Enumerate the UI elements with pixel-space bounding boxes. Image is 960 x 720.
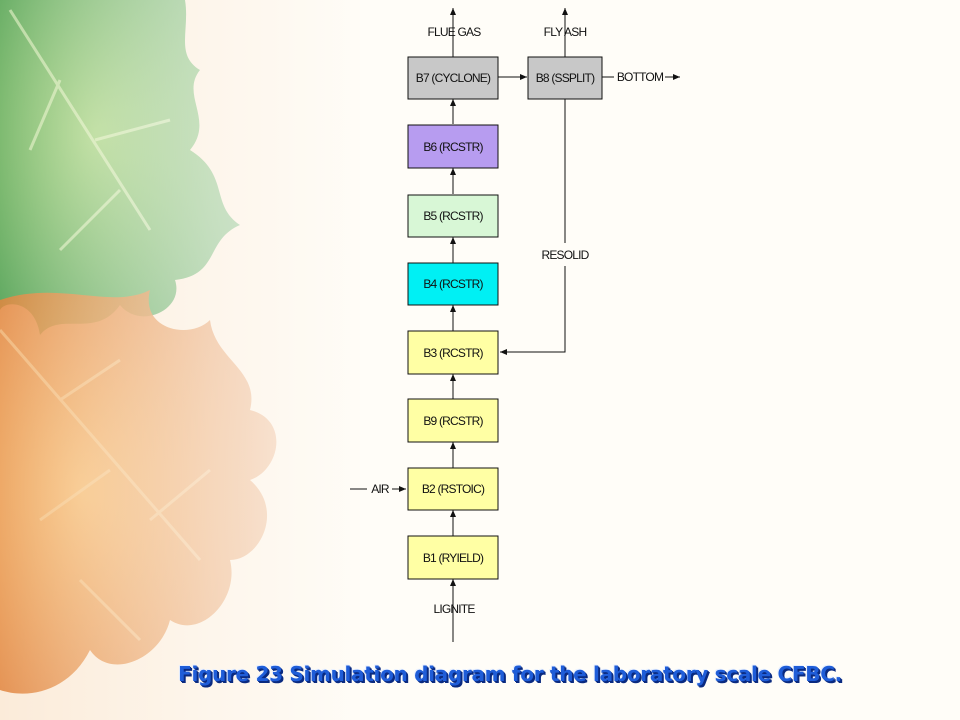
bottom-label: BOTTOM (617, 70, 664, 84)
fly-ash-label: FLY ASH (544, 25, 587, 39)
block-b3-label: B3 (RCSTR) (423, 346, 483, 360)
block-b7-label: B7 (CYCLONE) (416, 71, 491, 85)
block-b4: B4 (RCSTR) (407, 262, 499, 306)
block-b3: B3 (RCSTR) (407, 330, 499, 375)
flue-gas-label: FLUE GAS (428, 25, 482, 39)
block-b8-label: B8 (SSPLIT) (536, 71, 595, 85)
block-b2-label: B2 (RSTOIC) (422, 482, 485, 496)
block-b9-label: B9 (RCSTR) (423, 414, 483, 428)
air-label: AIR (371, 482, 390, 496)
resolid-stream (500, 99, 566, 352)
lignite-label: LIGNITE (433, 602, 475, 616)
block-b2: B2 (RSTOIC) (407, 467, 499, 511)
block-b1-label: B1 (RYIELD) (423, 551, 484, 565)
block-b5-label: B5 (RCSTR) (423, 209, 483, 223)
block-b6: B6 (RCSTR) (407, 124, 499, 169)
block-b9: B9 (RCSTR) (407, 398, 499, 443)
block-b4-label: B4 (RCSTR) (423, 277, 483, 291)
block-b8: B8 (SSPLIT) (527, 56, 603, 100)
resolid-label: RESOLID (541, 248, 589, 262)
block-b6-label: B6 (RCSTR) (423, 140, 483, 154)
block-b5: B5 (RCSTR) (407, 194, 499, 238)
figure-caption: Figure 23 Simulation diagram for the lab… (178, 662, 842, 686)
block-b7: B7 (CYCLONE) (407, 56, 499, 100)
block-b1: B1 (RYIELD) (407, 535, 499, 580)
